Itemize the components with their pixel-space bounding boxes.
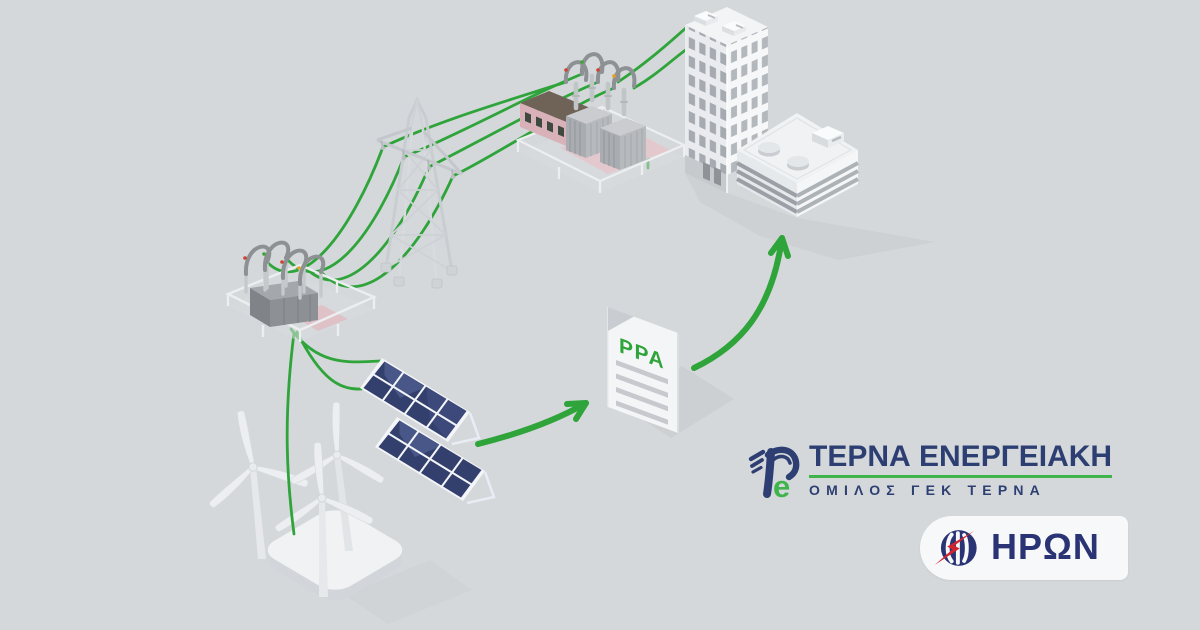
heron-circle-bolt-icon xyxy=(934,530,977,566)
svg-text:e: e xyxy=(773,469,790,504)
terna-green-rule xyxy=(809,475,1113,478)
terna-subtitle: ΟΜΙΛΟΣ ΓΕΚ ΤΕΡΝΑ xyxy=(809,482,1046,498)
flow-arrows xyxy=(475,235,791,447)
solar-panels xyxy=(360,358,496,505)
heron-wordmark: ΗΡΩΝ xyxy=(991,526,1100,567)
heron-logo: ΗΡΩΝ xyxy=(920,516,1128,580)
terna-energy-logo: e ΤΕΡΝΑ ΕΝΕΡΓΕΙΑΚΗ ΟΜΙΛΟΣ ΓΕΚ ΤΕΡΝΑ xyxy=(748,440,1113,505)
arrow-solar-to-ppa xyxy=(475,400,589,447)
terna-te-mark-icon: e xyxy=(748,446,800,504)
transmission-tower xyxy=(376,96,464,289)
wind-turbines xyxy=(194,398,403,600)
transformer-station xyxy=(515,52,687,193)
terna-title: ΤΕΡΝΑ ΕΝΕΡΓΕΙΑΚΗ xyxy=(809,440,1113,473)
office-buildings xyxy=(685,7,859,217)
ppa-document: PPA xyxy=(607,307,679,433)
step-up-substation xyxy=(225,240,377,342)
arrow-ppa-to-buildings xyxy=(691,235,785,371)
